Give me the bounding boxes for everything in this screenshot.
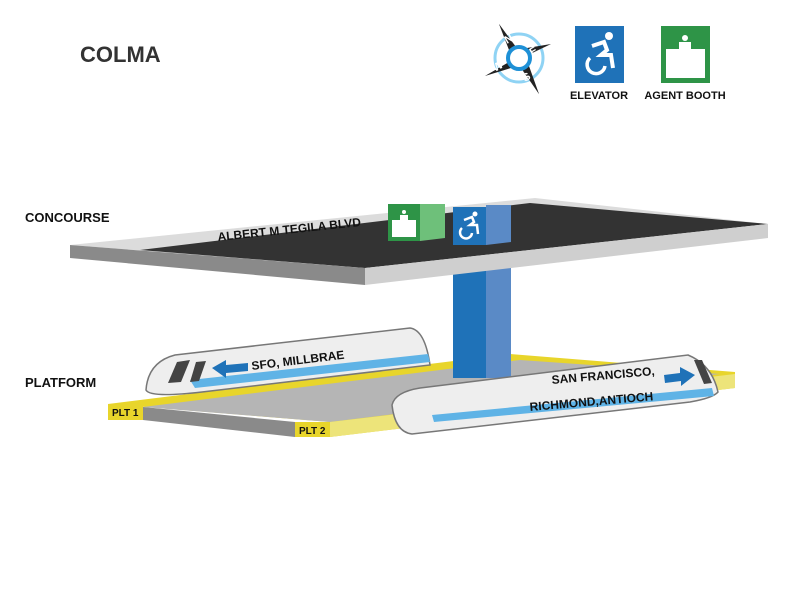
plt2-marker [295,422,330,437]
concourse-label: CONCOURSE [25,210,110,225]
train-platform-1: SFO, MILLBRAE [145,327,431,396]
plt1-label: PLT 1 [112,408,139,419]
station-title: COLMA [80,42,161,67]
arrow-left-icon [212,360,248,378]
elevator-legend-label: ELEVATOR [570,90,628,102]
elevator-shaft [453,262,511,378]
agent-booth-legend-icon [661,26,710,83]
agent-booth-legend-label: AGENT BOOTH [644,90,725,102]
elevator-legend-icon [575,26,624,83]
elevator-icon [453,205,511,245]
platform-label: PLATFORM [25,375,96,390]
compass-icon: N E S W [485,24,551,94]
agent-booth-icon [388,204,445,241]
plt2-label: PLT 2 [299,426,326,437]
plt1-marker [108,404,143,420]
train-platform-2: SAN FRANCISCO, RICHMOND,ANTIOCH [391,354,719,435]
arrow-right-icon [664,367,695,386]
